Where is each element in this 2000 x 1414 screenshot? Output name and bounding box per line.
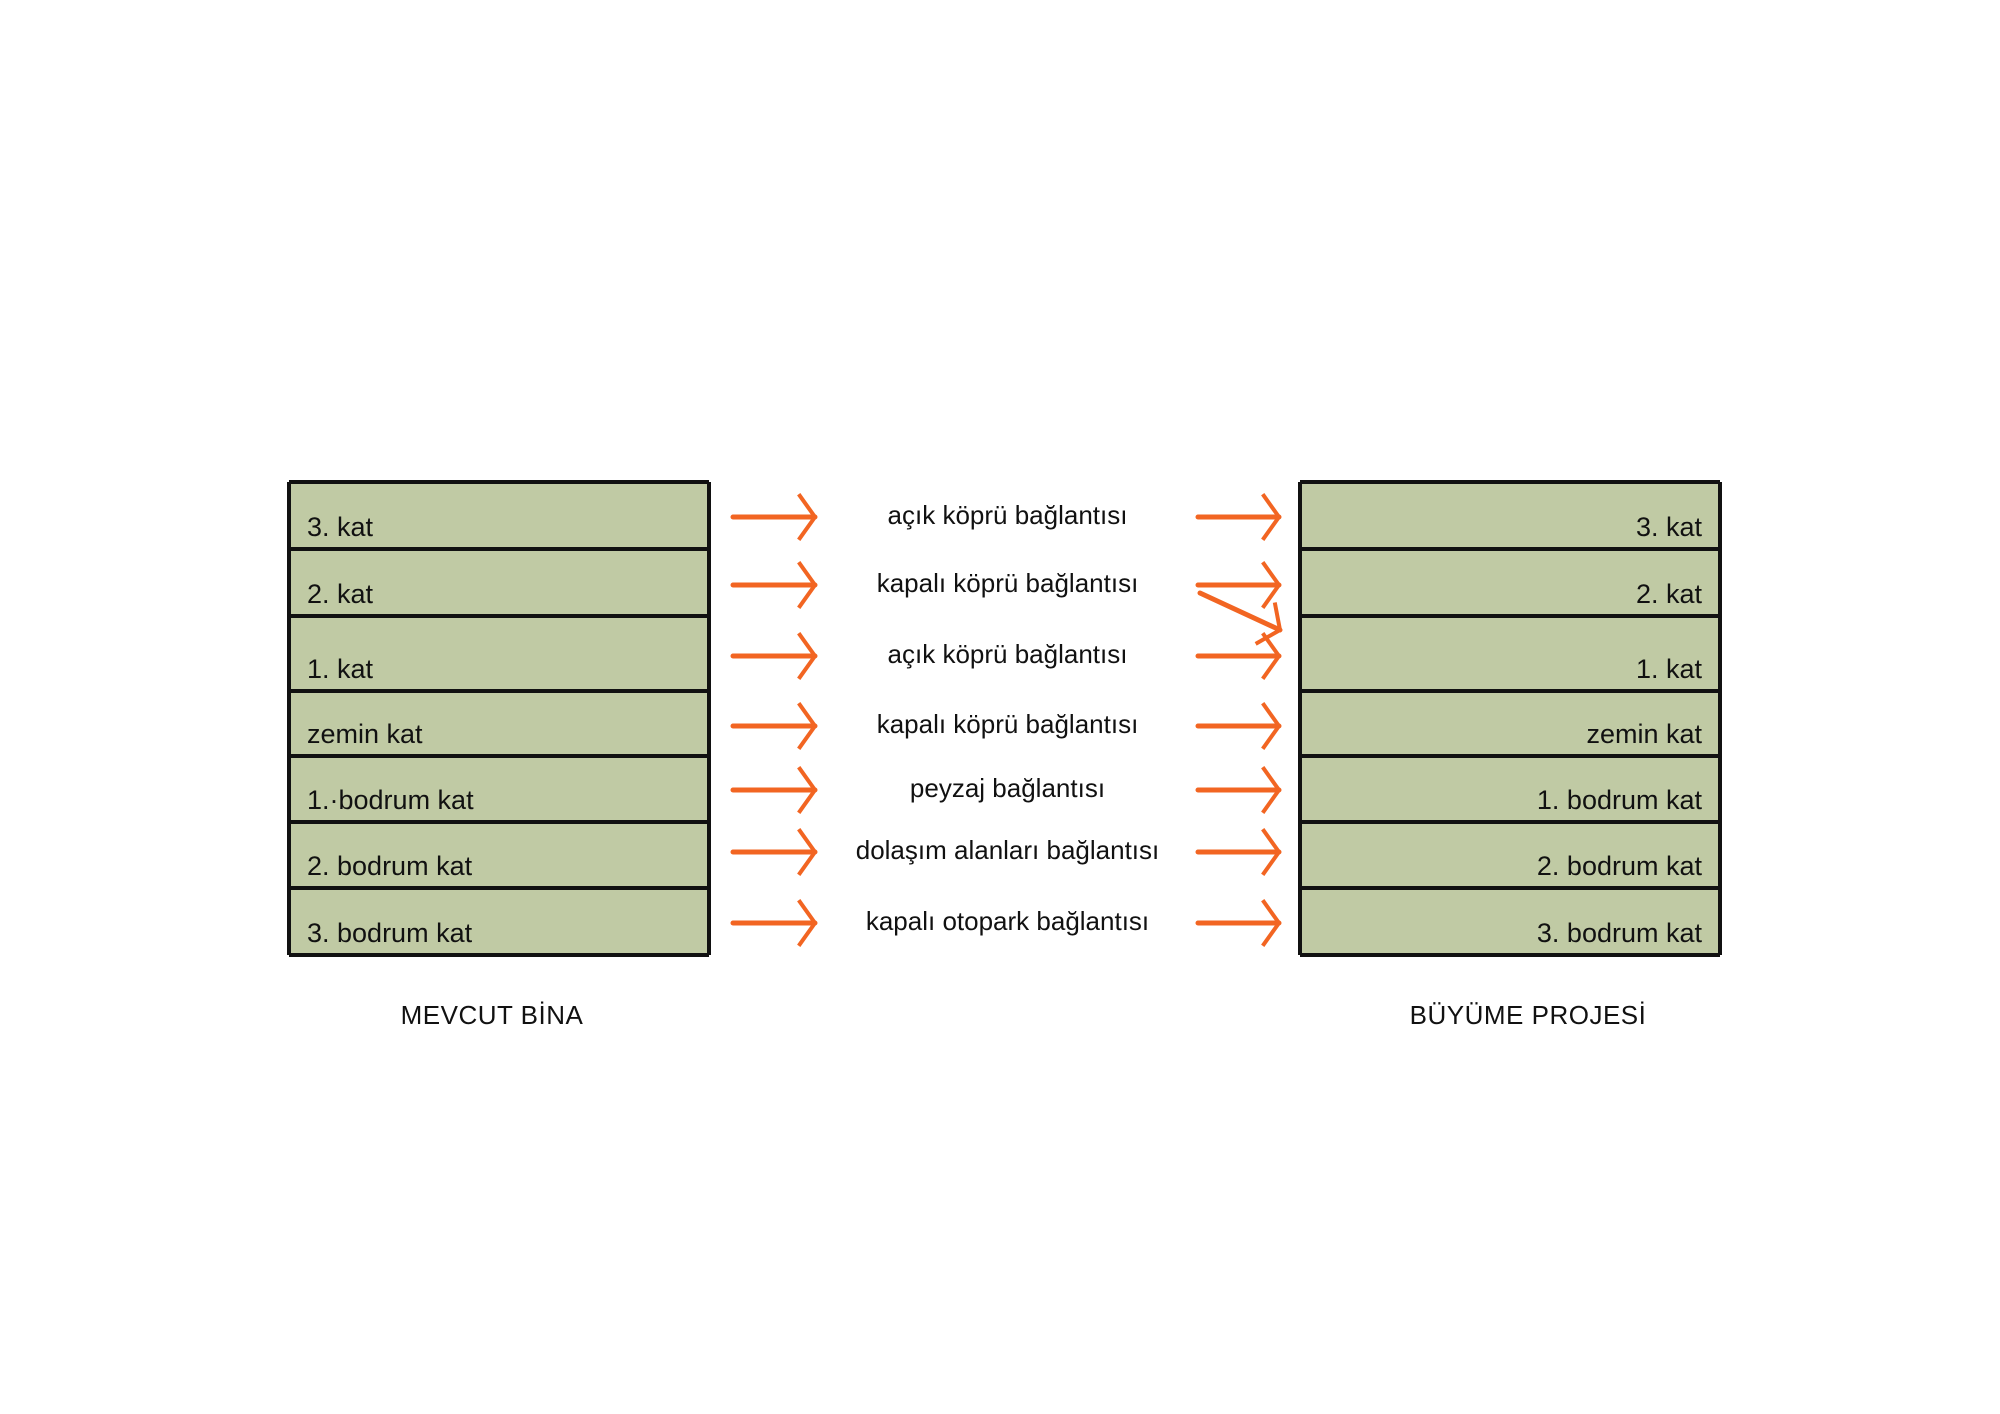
connection-label: peyzaj bağlantısı xyxy=(909,772,1106,803)
floor-label: zemin kat xyxy=(307,719,423,749)
right-floor-0: 3. kat xyxy=(1300,482,1720,549)
arrow-head-icon xyxy=(1261,702,1281,750)
floor-label: 2. bodrum kat xyxy=(1536,851,1702,881)
connection-label: dolaşım alanları bağlantısı xyxy=(855,834,1160,865)
right-building-caption: BÜYÜME PROJESİ xyxy=(1409,1000,1647,1030)
floor-label: zemin kat xyxy=(1586,719,1702,749)
arrow-head-icon xyxy=(1261,766,1281,814)
arrow-head-icon xyxy=(797,632,817,680)
arrow-head-icon xyxy=(1261,561,1281,609)
floor-label: 2. kat xyxy=(1635,579,1702,609)
floor-label: 3. kat xyxy=(1635,512,1702,542)
right-floor-2: 1. kat xyxy=(1300,616,1720,691)
floor-label: 2. bodrum kat xyxy=(307,851,473,881)
left-floor-1: 2. kat xyxy=(289,549,709,616)
left-floor-2: 1. kat xyxy=(289,616,709,691)
arrow-head-icon xyxy=(797,899,817,947)
arrow-head-icon xyxy=(1261,493,1281,541)
arrow-head-icon xyxy=(1261,828,1281,876)
left-floor-5: 2. bodrum kat xyxy=(289,822,709,888)
arrow-head-icon xyxy=(1254,602,1282,646)
floor-label: 2. kat xyxy=(307,579,374,609)
left-floor-0: 3. kat xyxy=(289,482,709,549)
arrow-head-icon xyxy=(797,828,817,876)
right-floor-4: 1. bodrum kat xyxy=(1300,756,1720,822)
connection-label: kapalı otopark bağlantısı xyxy=(865,905,1150,936)
arrow-head-icon xyxy=(797,702,817,750)
connection-label: kapalı köprü bağlantısı xyxy=(876,708,1139,739)
right-floor-3: zemin kat xyxy=(1300,691,1720,756)
arrow-head-icon xyxy=(1261,899,1281,947)
floor-label: 1. kat xyxy=(307,654,374,684)
arrow-shaft xyxy=(1197,590,1283,633)
left-floor-6: 3. bodrum kat xyxy=(289,888,709,955)
arrow-head-icon xyxy=(797,766,817,814)
left-building-caption: MEVCUT BİNA xyxy=(400,1000,584,1030)
floor-label: 1. bodrum kat xyxy=(1536,785,1702,815)
floor-label: 3. kat xyxy=(307,512,374,542)
arrow-head-icon xyxy=(1261,632,1281,680)
left-floor-4: 1.·bodrum kat xyxy=(289,756,709,822)
connection-label: açık köprü bağlantısı xyxy=(887,499,1128,530)
right-floor-1: 2. kat xyxy=(1300,549,1720,616)
floor-label: 1.·bodrum kat xyxy=(307,785,474,815)
floor-label: 1. kat xyxy=(1635,654,1702,684)
right-floor-5: 2. bodrum kat xyxy=(1300,822,1720,888)
arrow-head-icon xyxy=(797,561,817,609)
connection-label: açık köprü bağlantısı xyxy=(887,638,1128,669)
floor-label: 3. bodrum kat xyxy=(307,918,473,948)
left-floor-3: zemin kat xyxy=(289,691,709,756)
arrow-head-icon xyxy=(797,493,817,541)
floor-label: 3. bodrum kat xyxy=(1536,918,1702,948)
right-floor-6: 3. bodrum kat xyxy=(1300,888,1720,955)
connection-label: kapalı köprü bağlantısı xyxy=(876,567,1139,598)
